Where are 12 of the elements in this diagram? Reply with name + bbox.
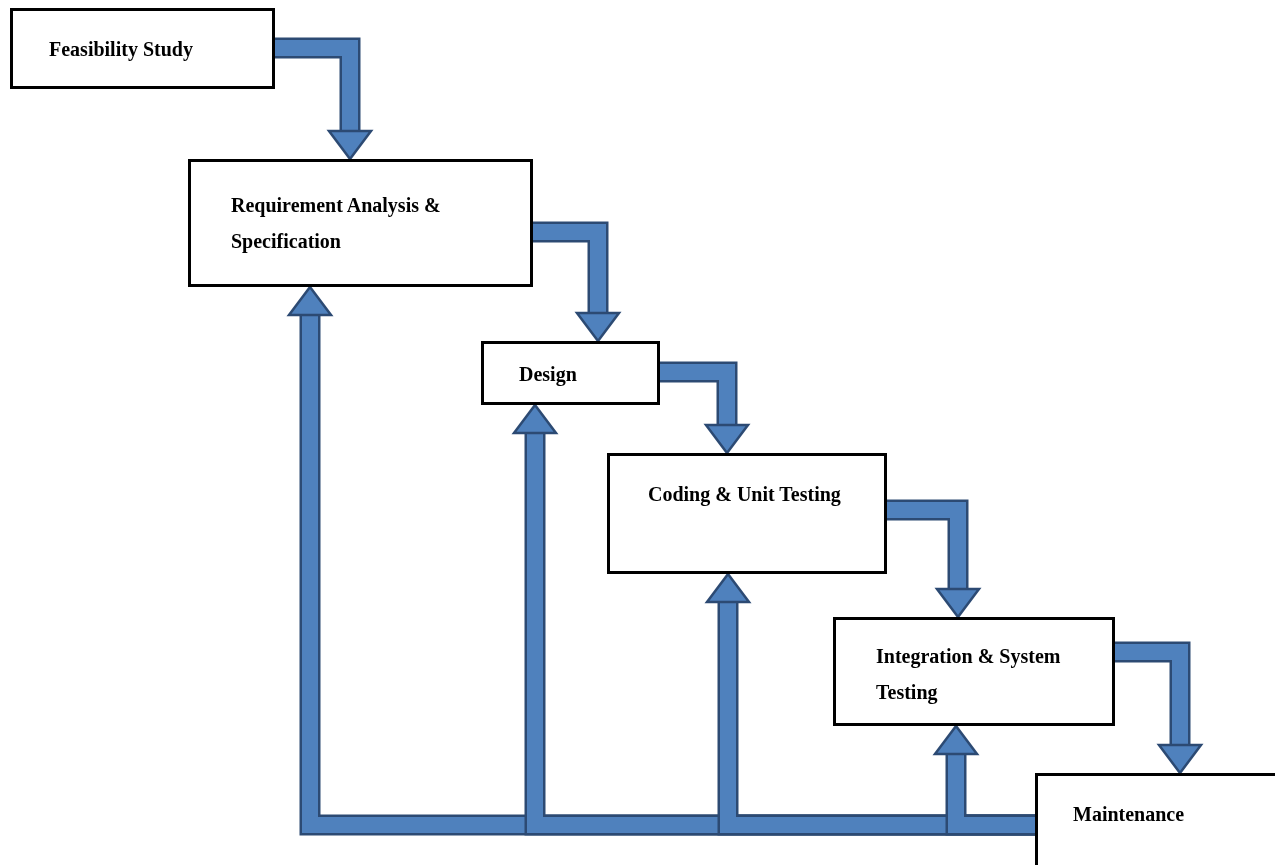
process-box	[833, 617, 1115, 726]
step-label: Integration & System Testing	[876, 644, 1062, 706]
process-box	[188, 159, 533, 287]
step-label: Maintenance	[1073, 802, 1186, 827]
process-box	[607, 453, 887, 574]
step-label: Requirement Analysis & Specification	[231, 193, 442, 255]
process-box	[481, 341, 660, 405]
process-box	[10, 8, 275, 89]
step-label: Design	[519, 362, 578, 388]
step-label: Feasibility Study	[49, 37, 194, 63]
step-label: Coding & Unit Testing	[648, 482, 842, 508]
process-box	[1035, 773, 1275, 865]
